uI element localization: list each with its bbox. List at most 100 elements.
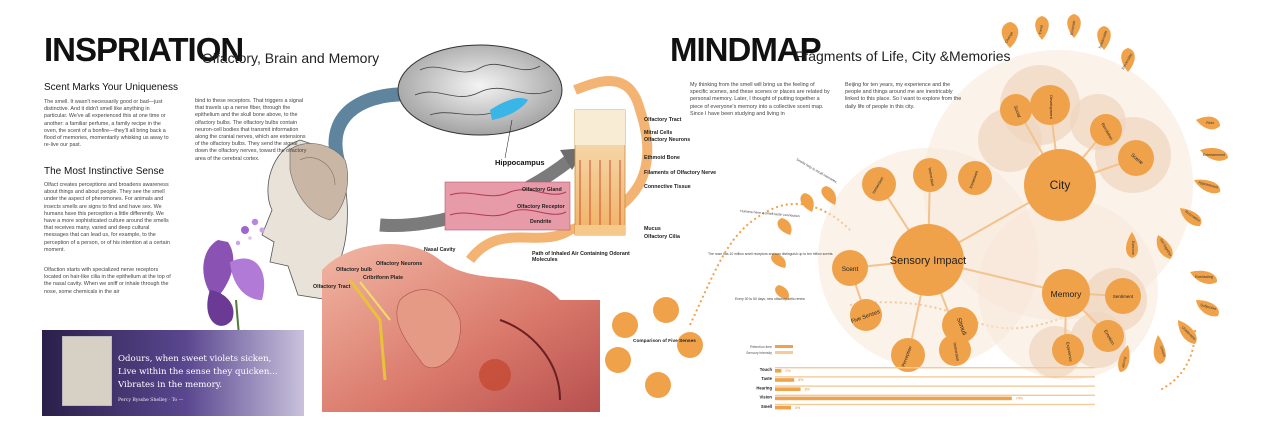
chart-value-4: 5% [795,406,801,410]
chart-legend-label-1: Sensory intensity [746,351,772,355]
mindmap-nodes [832,85,1154,372]
inspiration-subtitle: Olfactory, Brain and Memory [202,50,380,66]
mindmap-intro-left: My thinking from the smell will bring us… [690,82,830,117]
quote-line-3: Vibrates in the memory. [118,380,223,390]
quote-line-2: Live within the sense they quicken... [118,367,278,377]
chart-track-0 [775,367,1095,369]
petal-eliminate: Eliminate [1070,20,1077,35]
node-sentiment: Sentiment [1113,294,1134,299]
note-3: The nose has 10 million smell receptors … [708,252,833,256]
chart-category-2: Hearing [756,385,772,390]
label-connective-tissue: Connective Tissue [644,184,691,190]
chart-bar-4 [775,405,791,410]
mindmap-title: MINDMAP [670,31,822,68]
chart-legend-swatch-1 [775,351,793,354]
sense-icon-column [771,186,836,300]
section1-heading: Scent Marks Your Uniqueness [44,82,178,93]
hippocampus-label: Hippocampus [495,158,545,167]
epithelium-strip [444,181,571,231]
petal-exercise: Exercise [1131,241,1135,255]
section1-body: The smell. It wasn't necessarily good or… [44,99,169,149]
petal-change: Change [1004,31,1014,44]
chart-track-4 [775,403,1095,406]
node-city: City [1050,178,1071,192]
chart-track-2 [775,385,1095,387]
chart-bar-0 [775,369,782,373]
quote-line-1: Odours, when sweet violets sicken, [118,354,272,364]
label-olfactory-bulb: Olfactory bulb [336,267,372,273]
petal-unique: Unique [1159,346,1167,358]
node-development: Development [1049,95,1054,119]
petal-subjective: Subjective [1200,303,1217,311]
chart-legend-swatch-0 [775,345,793,348]
portrait-shelley [62,336,112,406]
node-immersion-3: Immersion [968,170,979,189]
connector-dotted [689,202,851,326]
label-cribriform-plate: Cribriform Plate [363,275,404,281]
label-olfactory-neurons: Olfactory Neurons [644,137,691,143]
quote-author: Percy Bysshe Shelley · To — [118,398,184,403]
petal-appointment: Appointment [1198,180,1219,189]
petal-rest: Rest [1206,121,1213,125]
chart-bar-2 [775,387,801,391]
brain-illustration [397,44,563,136]
olfactory-tissue-illustration [574,109,626,236]
chart-track-1 [775,376,1095,378]
inspiration-title: INSPRIATION [44,31,244,68]
quote-text: Odours, when sweet violets sicken, Live … [118,353,278,392]
chart-category-4: Smell [761,404,772,409]
chart-track-3 [775,394,1095,396]
section2-heading: The Most Instinctive Sense [44,166,165,177]
hippocampus-shape [490,98,528,120]
five-senses-comparison: Comparison of Five Senses [605,297,703,398]
chart-value-2: 8% [805,387,811,391]
chart-category-3: Vision [760,395,773,400]
petal-private: Private [1121,356,1127,368]
label-olfactory-cilia: Olfactory Cilia [644,234,680,240]
node-immersion-bottom: Immersion [952,342,960,361]
label-inhaled-air-path: Path of Inhaled Air Containing Odorant M… [532,251,630,263]
chart-legend-label-0: Retention time [750,345,772,349]
node-immersion-2: Immersion [927,167,935,186]
node-memory: Memory [1051,289,1082,299]
label-dendrite: Dendrite [530,219,552,225]
flow-arrow-orange [466,76,653,264]
label-mucus: Mucus [644,226,661,232]
node-experience: Experience [1065,341,1074,362]
mindmap-subtitle: Fragments of Life, City &Memories [795,48,1011,64]
node-sensory-impact: Sensory Impact [890,255,966,267]
note-1: Smells help to recall memories. [796,157,839,184]
label-filaments: Filaments of Olfactory Nerve [644,170,717,176]
label-olfactory-receptor: Olfactory Receptor [517,204,565,210]
node-social: Social [1013,105,1022,118]
note-2: Humans have a 'smell-taste' connection. [740,209,801,218]
petal-sustainable: Sustainable [1098,30,1108,49]
label-olfactory-gland: Olfactory Gland [522,187,562,193]
petal-entertainment: Entertainment [1203,153,1225,157]
label-olfactory-tract-2: Olfactory Tract [313,284,351,290]
petal-everlasting: Everlasting [1195,275,1213,279]
mindmap-petals [1001,14,1228,372]
chart-category-1: Taste [761,376,772,381]
section2-body: Olfact creates perceptions and broadens … [44,182,170,253]
column2-body: bind to these receptors. That triggers a… [195,98,307,162]
nasal-cross-section [322,243,600,412]
chart-value-0: 2% [785,369,791,373]
note-4: Every 30 to 60 days, new olfactory cells… [735,297,806,301]
chart-bar-3 [775,396,1012,401]
head-illustration [261,139,348,301]
node-stimuli: Stimuli [955,317,967,336]
label-olfactory-neurons-2: Olfactory Neurons [376,261,423,267]
iris-flower [203,218,265,396]
chart-bar-1 [775,378,795,382]
label-olfactory-tract: Olfactory Tract [644,117,682,123]
petal-trend: Trend [1038,25,1044,35]
comparison-label-1: Comparison of Five Senses [633,338,696,344]
chart-value-3: 74% [1016,397,1024,401]
section3-body: Olfaction starts with specialized nerve … [44,267,171,295]
label-ethmoid-bone: Ethmoid Bone [644,155,680,161]
node-scent: Scent [842,266,859,273]
chart-value-1: 6% [798,378,804,382]
